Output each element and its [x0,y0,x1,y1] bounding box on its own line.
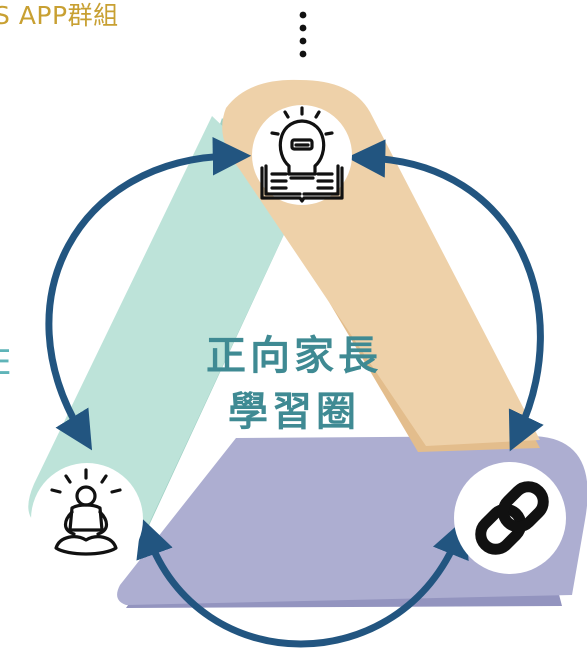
app-group-label: S APP群組 [0,1,119,30]
arrow-top-right [346,139,544,452]
center-area [232,316,365,437]
cycle-arrows [45,137,544,648]
chain-link-icon [475,481,549,555]
center-title-line-1: 正向家長 [206,333,382,379]
lightbulb-book-icon [260,106,344,203]
icon-circle-left [31,463,143,575]
center-title-line-2: 學習圈 [228,389,360,435]
left-edge-label: E [0,343,12,383]
dotted-connector [299,11,307,58]
center-title: 正向家長 學習圈 [180,328,408,440]
meditation-icon [50,468,122,556]
arrow-bottom [136,517,469,648]
arrow-top-left [45,137,252,451]
